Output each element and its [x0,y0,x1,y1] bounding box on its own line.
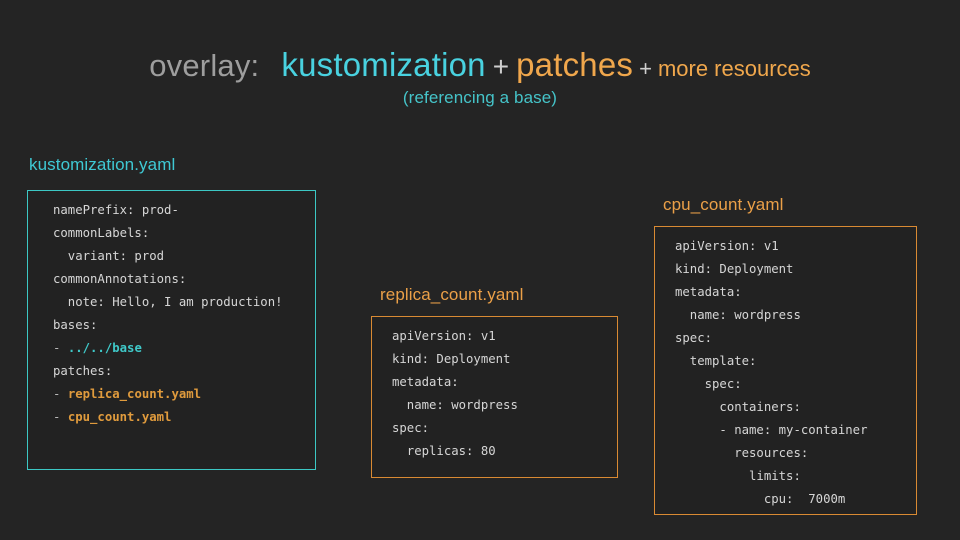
code-line: - ../../base [53,337,283,360]
code-line: limits: [675,465,868,488]
code-line: replicas: 80 [392,440,518,463]
code-line-text: replica_count.yaml [67,387,202,401]
code-line: name: wordpress [675,304,868,327]
code-line-text: commonLabels: [53,226,150,240]
code-line-text: note: Hello, I am production! [53,295,283,309]
code-line: cpu: 7000m [675,488,868,511]
code-box-kustomization-yaml: namePrefix: prod-commonLabels: variant: … [27,190,316,470]
code-line-text: cpu_count.yaml [67,410,172,424]
code-line-text: cpu: 7000m [675,492,846,506]
code-line-text: resources: [675,446,809,460]
code-line-text: ../../base [67,341,142,355]
code-line: template: [675,350,868,373]
code-line: containers: [675,396,868,419]
heading-term-kustomization: kustomization [281,46,486,83]
heading-term-more-resources: more resources [657,56,811,81]
code-line-text: metadata: [675,285,742,299]
code-line: - name: my-container [675,419,868,442]
code-list-dash: - [53,387,68,401]
code-line: name: wordpress [392,394,518,417]
code-line: commonAnnotations: [53,268,283,291]
code-line: resources: [675,442,868,465]
heading-term-patches: patches [516,46,634,83]
card-title-kustomization-yaml: kustomization.yaml [29,155,176,174]
code-line-text: replicas: 80 [392,444,496,458]
card-title-replica-count-yaml: replica_count.yaml [380,285,524,304]
code-line: - cpu_count.yaml [53,406,283,429]
code-line: - replica_count.yaml [53,383,283,406]
code-line: apiVersion: v1 [675,235,868,258]
code-line: apiVersion: v1 [392,325,518,348]
code-list-dash: - [53,410,68,424]
code-line-text: - name: my-container [675,423,868,437]
code-line: metadata: [392,371,518,394]
code-line: spec: [675,327,868,350]
heading-line: overlay:kustomization+patches+more resou… [0,46,960,83]
heading-subtitle: (referencing a base) [402,88,558,107]
code-line: spec: [392,417,518,440]
code-line-text: bases: [53,318,98,332]
code-line-text: variant: prod [53,249,165,263]
code-line: spec: [675,373,868,396]
heading-plus-1: + [492,51,510,82]
code-line-text: spec: [675,331,713,345]
code-line: note: Hello, I am production! [53,291,283,314]
code-line: variant: prod [53,245,283,268]
code-line-text: apiVersion: v1 [675,239,779,253]
code-line-text: metadata: [392,375,459,389]
code-line: kind: Deployment [675,258,868,281]
code-line: commonLabels: [53,222,283,245]
code-list-dash: - [53,341,68,355]
code-line-text: limits: [675,469,801,483]
card-title-cpu-count-yaml: cpu_count.yaml [663,195,784,214]
slide-heading: overlay:kustomization+patches+more resou… [0,46,960,83]
code-line-text: namePrefix: prod- [53,203,179,217]
code-line: namePrefix: prod- [53,199,283,222]
code-line-text: name: wordpress [392,398,518,412]
code-line: metadata: [675,281,868,304]
code-line-text: kind: Deployment [675,262,794,276]
code-line: kind: Deployment [392,348,518,371]
code-line-text: apiVersion: v1 [392,329,496,343]
heading-plus-2: + [639,56,652,81]
code-line-text: spec: [392,421,430,435]
code-line-text: kind: Deployment [392,352,511,366]
code-line-text: spec: [675,377,742,391]
code-line: patches: [53,360,283,383]
heading-overlay-label: overlay: [149,48,260,83]
code-content-kustomization-yaml: namePrefix: prod-commonLabels: variant: … [53,199,283,429]
code-line-text: name: wordpress [675,308,801,322]
code-line-text: template: [675,354,757,368]
code-line: bases: [53,314,283,337]
code-line-text: containers: [675,400,801,414]
code-line-text: commonAnnotations: [53,272,187,286]
code-line-text: patches: [53,364,113,378]
